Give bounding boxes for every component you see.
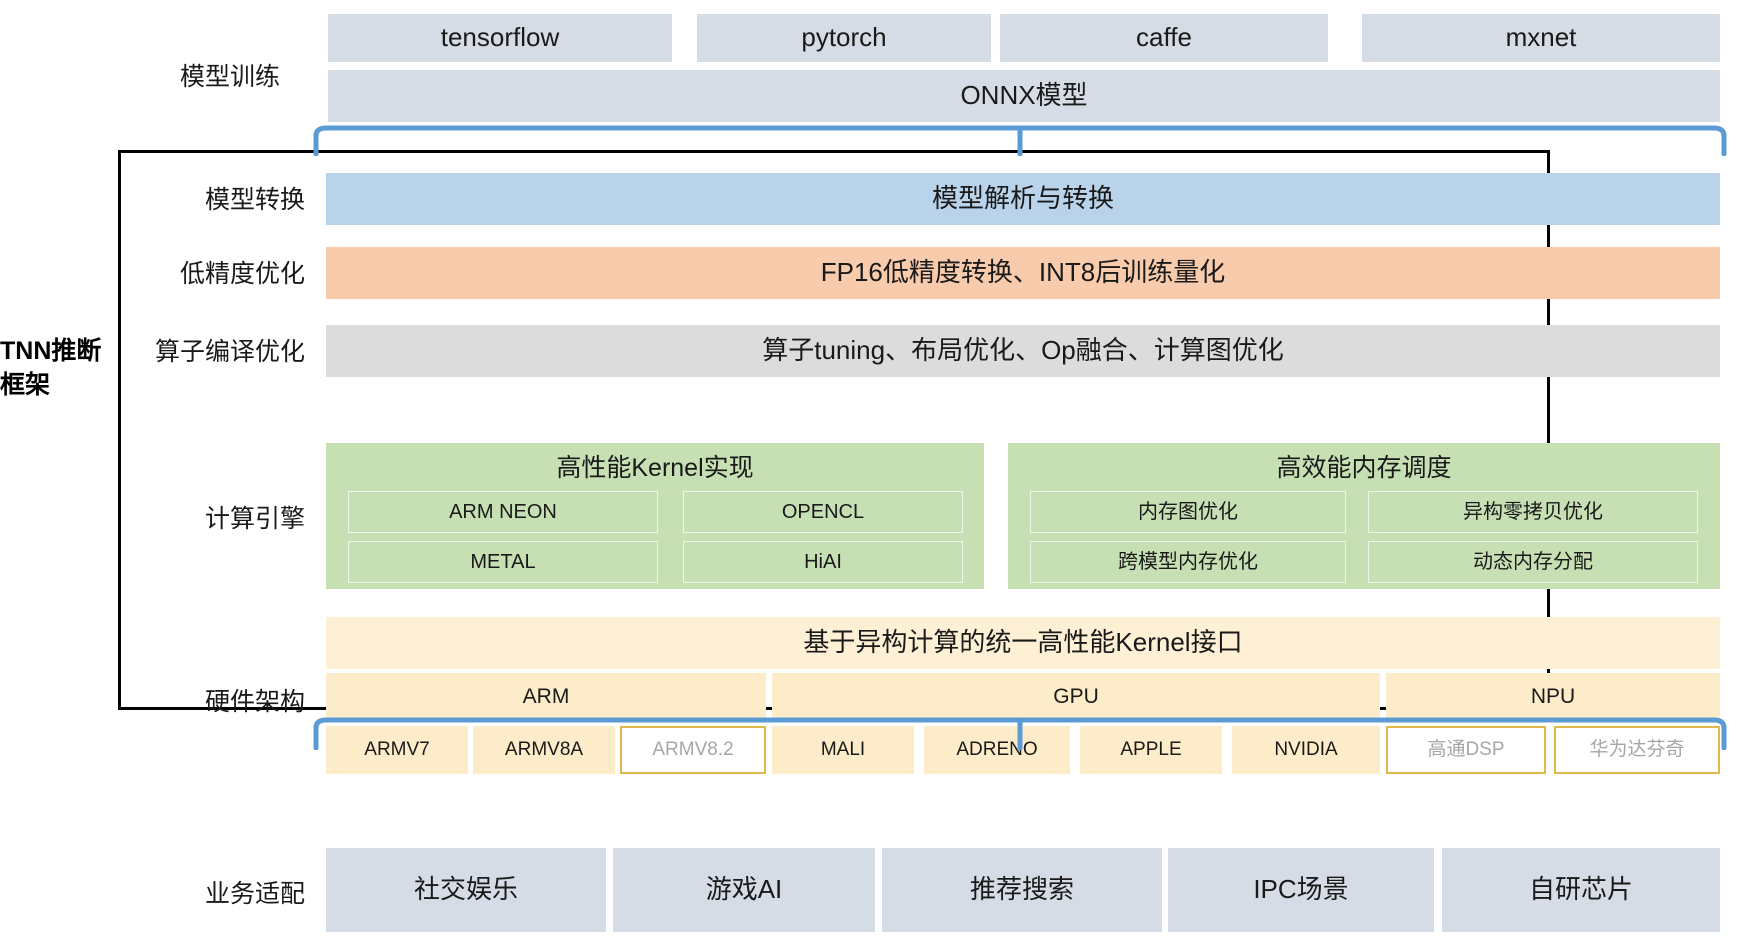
memory-chip-cross-model[interactable]: 跨模型内存优化 bbox=[1030, 541, 1346, 583]
business-chip-game-ai[interactable]: 游戏AI bbox=[613, 848, 875, 932]
business-chip-social[interactable]: 社交娱乐 bbox=[326, 848, 606, 932]
model-conversion-band[interactable]: 模型解析与转换 bbox=[326, 173, 1720, 225]
memory-group-title: 高效能内存调度 bbox=[1276, 453, 1452, 482]
hardware-chip-armv8a[interactable]: ARMV8A bbox=[473, 726, 615, 774]
onnx-model-band[interactable]: ONNX模型 bbox=[328, 70, 1720, 122]
memory-chip-dynamic-alloc[interactable]: 动态内存分配 bbox=[1368, 541, 1698, 583]
framework-chip-pytorch[interactable]: pytorch bbox=[697, 14, 991, 62]
business-chip-self-chip[interactable]: 自研芯片 bbox=[1442, 848, 1720, 932]
memory-chip-graph-opt[interactable]: 内存图优化 bbox=[1030, 491, 1346, 533]
framework-chip-caffe[interactable]: caffe bbox=[1000, 14, 1328, 62]
hardware-category-arm[interactable]: ARM bbox=[326, 673, 766, 721]
bracket-framework-to-business bbox=[313, 717, 1727, 750]
hardware-category-npu[interactable]: NPU bbox=[1386, 673, 1720, 721]
business-chip-ipc[interactable]: IPC场景 bbox=[1168, 848, 1434, 932]
kernel-chip-arm-neon[interactable]: ARM NEON bbox=[348, 491, 658, 533]
hardware-chip-armv82[interactable]: ARMV8.2 bbox=[620, 726, 766, 774]
hardware-category-gpu[interactable]: GPU bbox=[772, 673, 1380, 721]
kernel-chip-hiai[interactable]: HiAI bbox=[683, 541, 963, 583]
hardware-chip-nvidia[interactable]: NVIDIA bbox=[1232, 726, 1380, 774]
kernel-group-title: 高性能Kernel实现 bbox=[556, 453, 754, 482]
framework-chip-mxnet[interactable]: mxnet bbox=[1362, 14, 1720, 62]
row-label-business: 业务适配 bbox=[204, 880, 305, 908]
kernel-chip-opencl[interactable]: OPENCL bbox=[683, 491, 963, 533]
low-precision-band[interactable]: FP16低精度转换、INT8后训练量化 bbox=[326, 247, 1720, 299]
row-label-operator-compile: 算子编译优化 bbox=[154, 338, 305, 366]
hardware-chip-apple[interactable]: APPLE bbox=[1080, 726, 1222, 774]
row-label-model-conversion: 模型转换 bbox=[204, 186, 305, 214]
tnn-framework-label-line2: 框架 bbox=[0, 370, 51, 399]
hardware-chip-adreno[interactable]: ADRENO bbox=[924, 726, 1070, 774]
tnn-framework-label-line1: TNN推断 bbox=[0, 337, 102, 365]
hardware-chip-qualcomm-dsp[interactable]: 高通DSP bbox=[1386, 726, 1546, 774]
business-chip-recommend-search[interactable]: 推荐搜索 bbox=[882, 848, 1162, 932]
memory-chip-zero-copy[interactable]: 异构零拷贝优化 bbox=[1368, 491, 1698, 533]
tnn-framework-label: TNN推断 框架 bbox=[0, 335, 110, 403]
kernel-chip-metal[interactable]: METAL bbox=[348, 541, 658, 583]
row-label-compute-engine: 计算引擎 bbox=[204, 505, 305, 533]
hardware-chip-huawei-davinci[interactable]: 华为达芬奇 bbox=[1554, 726, 1720, 774]
bracket-training-to-framework bbox=[313, 125, 1727, 156]
row-label-low-precision: 低精度优化 bbox=[179, 260, 305, 288]
hardware-chip-mali[interactable]: MALI bbox=[772, 726, 914, 774]
unified-kernel-interface-band[interactable]: 基于异构计算的统一高性能Kernel接口 bbox=[326, 617, 1720, 669]
framework-chip-tensorflow[interactable]: tensorflow bbox=[328, 14, 672, 62]
row-label-hardware: 硬件架构 bbox=[204, 688, 305, 716]
row-label-model-training: 模型训练 bbox=[179, 63, 280, 91]
hardware-chip-armv7[interactable]: ARMV7 bbox=[326, 726, 468, 774]
operator-compile-band[interactable]: 算子tuning、布局优化、Op融合、计算图优化 bbox=[326, 325, 1720, 377]
